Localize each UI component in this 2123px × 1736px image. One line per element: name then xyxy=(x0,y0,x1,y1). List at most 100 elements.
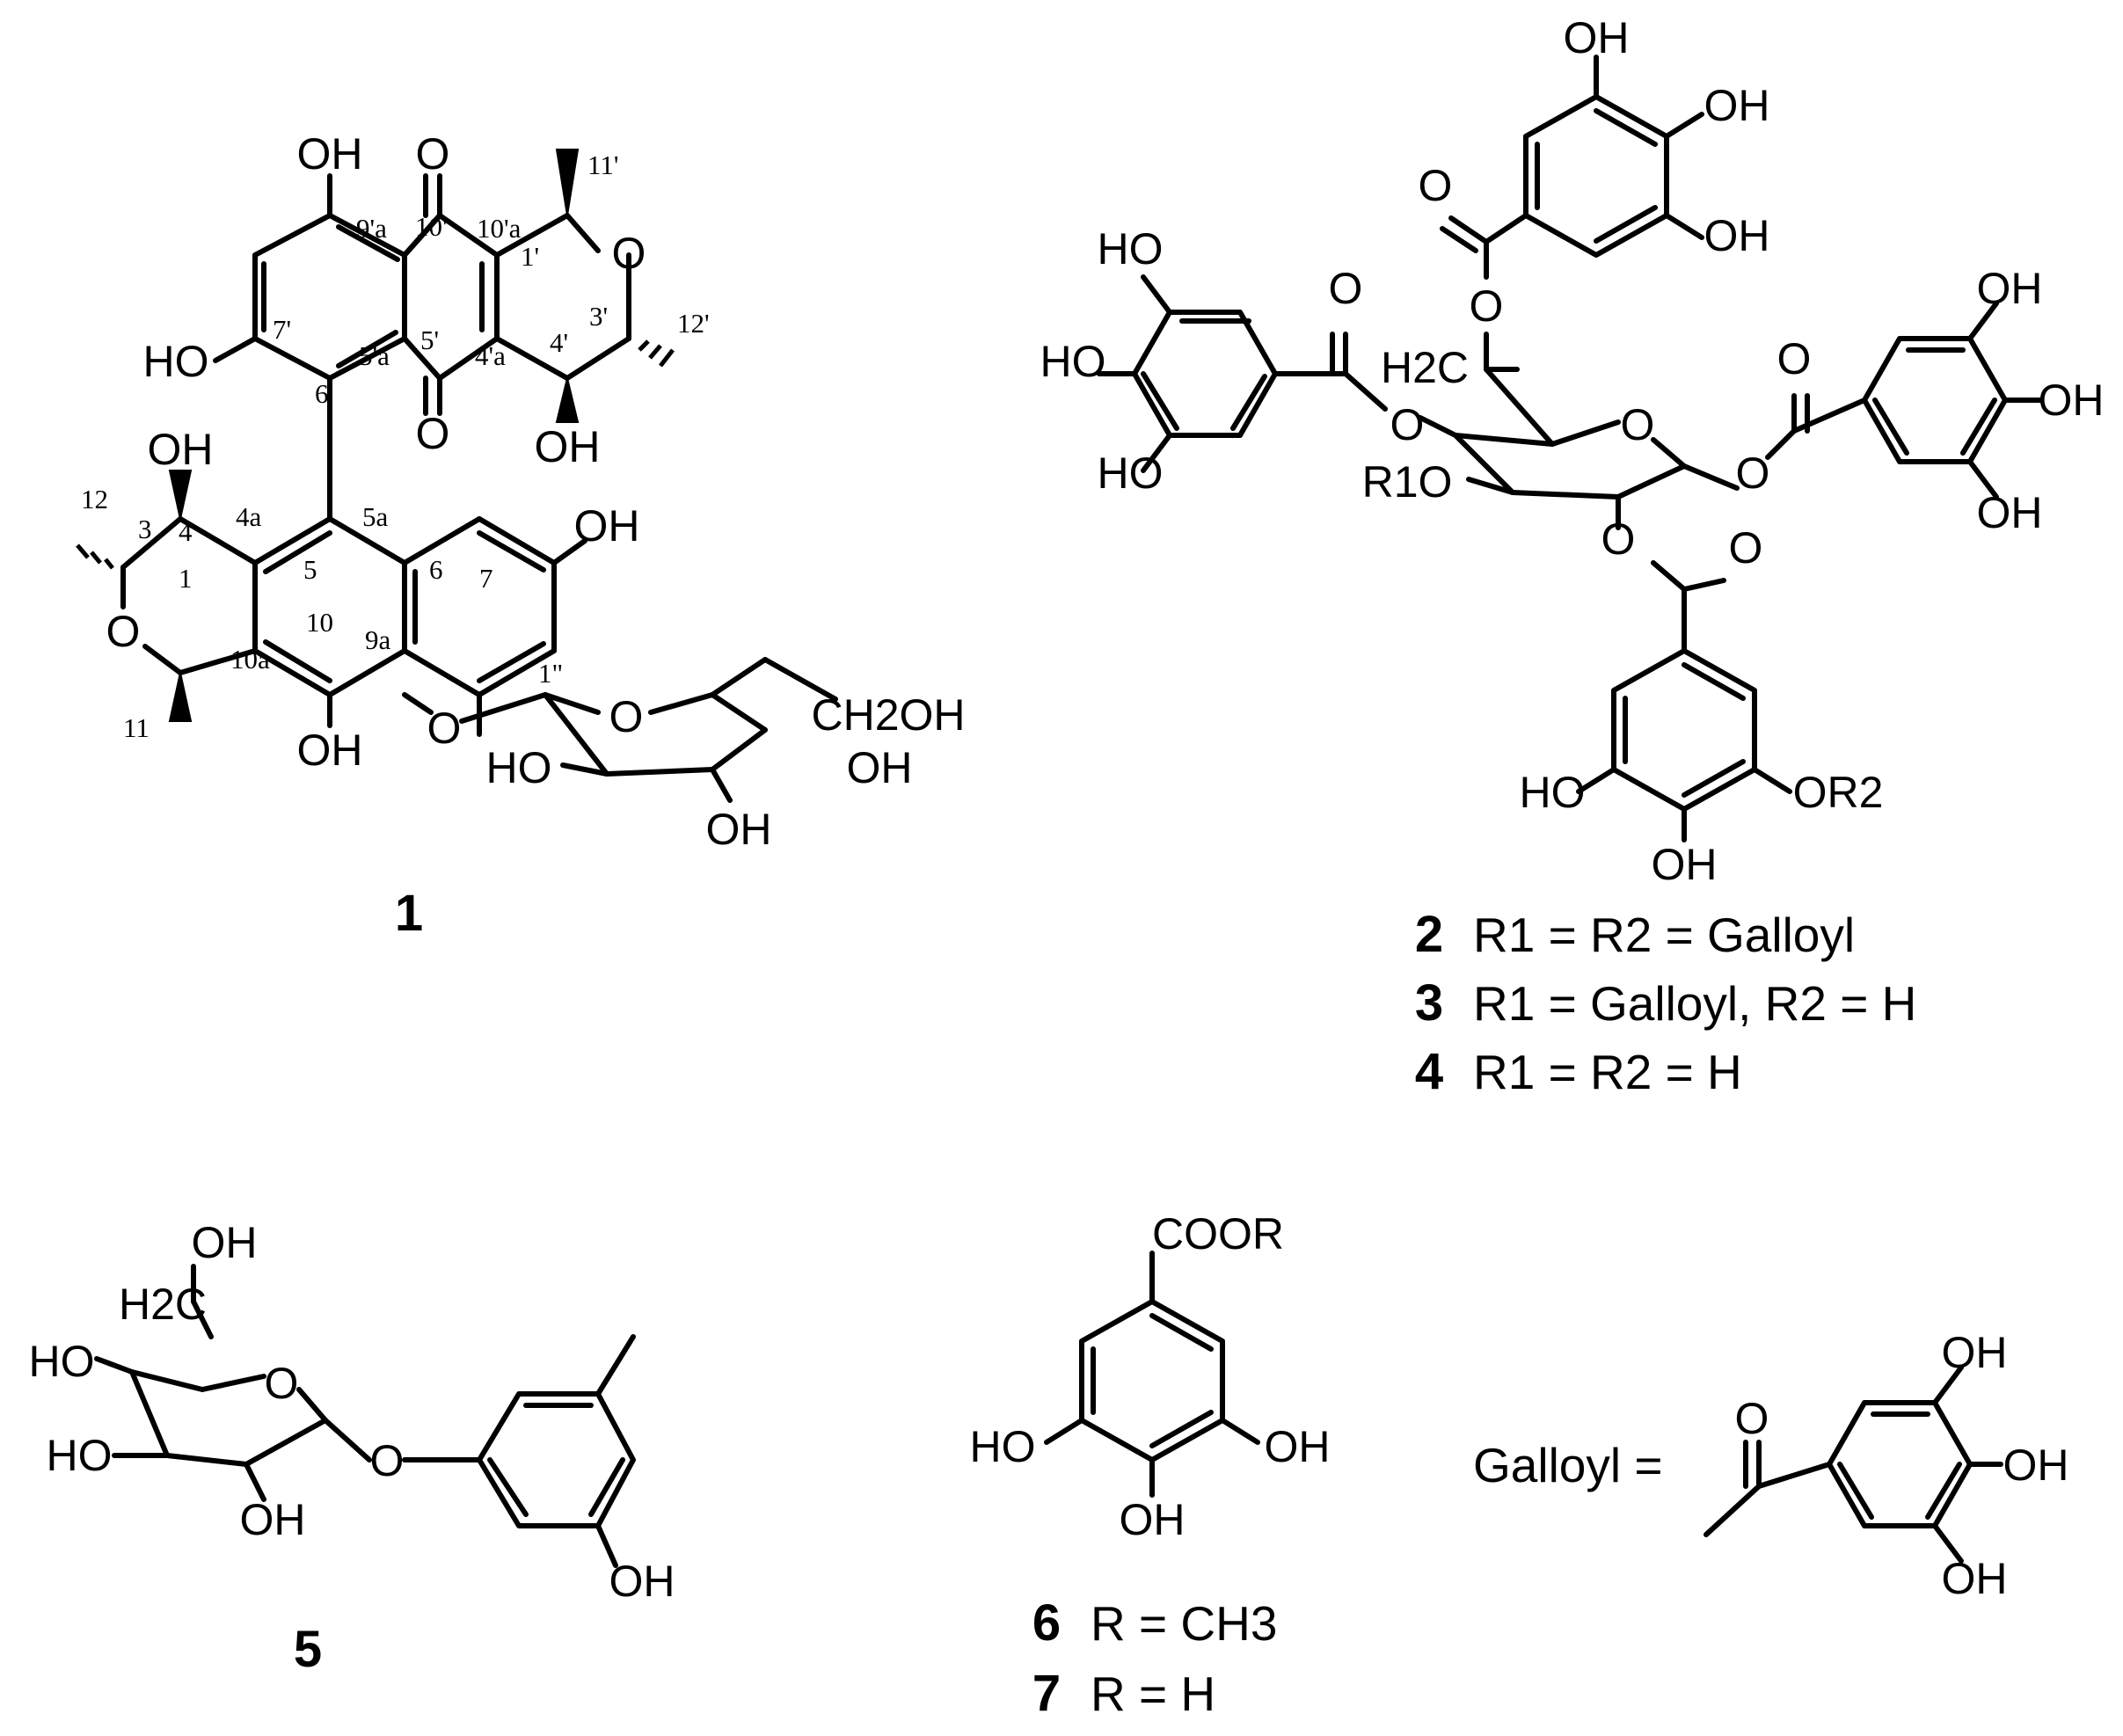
compound-2-o-ester-top: O xyxy=(1470,281,1504,331)
compound-2-or2: OR2 xyxy=(1793,768,1884,817)
compound-5-o-glycosidic: O xyxy=(370,1436,405,1485)
locant-7: 7 xyxy=(479,563,493,594)
compound-2-o-carbonyl-bottom: O xyxy=(1729,523,1763,573)
compound-1-oh-7: OH xyxy=(574,501,640,551)
compound-6-caption: R = CH3 xyxy=(1091,1596,1277,1651)
locant-12prime: 12' xyxy=(677,308,710,339)
compound-5-number: 5 xyxy=(294,1621,322,1678)
compound-2-o-ring: O xyxy=(1621,400,1655,449)
compound-5-structure: OH H2C O HO HO O OH OH 5 xyxy=(29,1218,675,1678)
locant-4prime: 4' xyxy=(550,327,568,358)
locant-1prime: 1' xyxy=(521,241,539,272)
compound-1-o-glycosidic: O xyxy=(427,704,462,753)
compound-1-o-pyran-right: O xyxy=(612,229,646,278)
compound-2-number: 2 xyxy=(1415,906,1443,963)
compound-5-ho-3: HO xyxy=(47,1431,113,1480)
compound-6-ho-left: HO xyxy=(970,1422,1036,1471)
compound-1-oh-4: OH xyxy=(148,425,214,474)
locant-5prime: 5' xyxy=(420,325,439,355)
compound-4-caption: R1 = R2 = H xyxy=(1473,1045,1742,1099)
compound-1-oh-top: OH xyxy=(297,129,363,179)
compound-5-oh-2: OH xyxy=(240,1495,306,1544)
compound-1-o-pyran-left: O xyxy=(106,607,141,656)
compound-3-caption: R1 = Galloyl, R2 = H xyxy=(1473,976,1916,1031)
locant-7prime: 7' xyxy=(273,314,291,345)
compound-2-ho-left-bottom: HO xyxy=(1098,449,1164,498)
compound-2-o-carbonyl-left: O xyxy=(1329,264,1363,313)
compound-5-oh-top: OH xyxy=(192,1218,258,1267)
compound-6-oh-bottom: OH xyxy=(1120,1495,1186,1544)
compound-6-coor: COOR xyxy=(1152,1209,1284,1258)
locant-6prime: 6' xyxy=(315,378,333,409)
compound-2-r1o: R1O xyxy=(1362,457,1453,507)
locant-10prime-a: 10'a xyxy=(477,213,522,244)
compound-1-structure: OH O O O HO OH OH OH O OH O O CH2OH HO O… xyxy=(76,129,966,942)
compound-1-oh-sugar-bottom: OH xyxy=(706,805,772,854)
locant-12: 12 xyxy=(81,484,108,514)
locant-4prime-a: 4'a xyxy=(475,340,506,371)
locant-4: 4 xyxy=(179,516,193,547)
compound-1-oh-10: OH xyxy=(297,726,363,775)
compound-2-oh-top-lower: OH xyxy=(1704,211,1770,260)
galloyl-oh-mid: OH xyxy=(2003,1441,2069,1490)
compound-5-ho-4: HO xyxy=(29,1337,95,1386)
locant-4a: 4a xyxy=(236,501,262,532)
compound-3-number: 3 xyxy=(1415,974,1443,1032)
compound-4-number: 4 xyxy=(1415,1043,1443,1100)
compound-1-o-quinone-top: O xyxy=(416,129,450,179)
locant-3prime: 3' xyxy=(589,301,608,332)
galloyl-oh-bottom: OH xyxy=(1942,1554,2008,1603)
galloyl-label: Galloyl = xyxy=(1473,1438,1663,1492)
locant-10prime: 10' xyxy=(415,211,448,242)
compound-7-caption: R = H xyxy=(1091,1667,1215,1721)
galloyl-o-carbonyl: O xyxy=(1735,1394,1769,1443)
compound-1-ho-left: HO xyxy=(143,337,209,386)
compound-2-oh-top: OH xyxy=(1564,13,1630,62)
locant-10: 10 xyxy=(306,607,333,638)
compound-2-o-carbonyl-right: O xyxy=(1777,334,1812,383)
compound-2-ho-bottom-left: HO xyxy=(1520,768,1586,817)
compound-1-o-sugar-ring: O xyxy=(609,692,644,741)
locant-9prime-a: 9'a xyxy=(356,213,387,244)
compound-6-oh-right: OH xyxy=(1265,1422,1331,1471)
compound-2-o-ester-2: O xyxy=(1601,514,1636,564)
compound-2-o-anomeric: O xyxy=(1736,449,1770,498)
compound-2-h2c: H2C xyxy=(1381,343,1469,392)
compound-2-ho-left-mid: HO xyxy=(1040,337,1106,386)
locant-11: 11 xyxy=(123,712,150,743)
compound-2-oh-right-mid: OH xyxy=(2039,376,2105,425)
compound-1-oh-sugar-right: OH xyxy=(847,743,913,792)
compound-2-ho-left-top: HO xyxy=(1098,224,1164,274)
compound-1-oh-4prime: OH xyxy=(535,422,601,471)
locant-11prime: 11' xyxy=(587,150,618,180)
compound-1-number: 1 xyxy=(395,885,423,942)
compound-2-caption: R1 = R2 = Galloyl xyxy=(1473,908,1855,962)
locant-10a: 10a xyxy=(230,644,270,675)
compound-7-number: 7 xyxy=(1032,1665,1061,1722)
compound-1-ch2oh: CH2OH xyxy=(811,690,965,740)
compound-2-oh-right-bottom: OH xyxy=(1977,488,2043,537)
compound-6-7-structure: COOR HO OH OH 6 R = CH3 7 R = H xyxy=(970,1209,1331,1722)
compound-2-oh-right-top: OH xyxy=(1977,264,2043,313)
locant-1: 1 xyxy=(179,563,193,594)
locant-1double-prime: 1" xyxy=(538,658,563,689)
galloyl-oh-top: OH xyxy=(1942,1328,2008,1377)
locant-5prime-a: 5'a xyxy=(359,340,390,371)
locant-9a: 9a xyxy=(365,624,391,655)
locant-5a: 5a xyxy=(362,501,389,532)
compound-1-ho-sugar: HO xyxy=(486,743,552,792)
compound-6-number: 6 xyxy=(1032,1594,1061,1652)
compound-2-oh-top-right: OH xyxy=(1704,81,1770,130)
locant-5: 5 xyxy=(303,554,317,585)
compound-2-o-carbonyl-top: O xyxy=(1419,161,1453,210)
galloyl-definition: Galloyl = O OH OH OH xyxy=(1473,1328,2069,1603)
locant-3: 3 xyxy=(138,514,152,544)
compound-5-o-ring: O xyxy=(265,1359,299,1408)
compound-1-o-quinone-bottom: O xyxy=(416,409,450,458)
compound-5-oh-phenol: OH xyxy=(609,1557,675,1606)
compound-2-oh-bottom: OH xyxy=(1652,840,1718,889)
compound-2-o-ester-4: O xyxy=(1390,400,1425,449)
locant-6: 6 xyxy=(429,554,443,585)
compound-2-4-structure: OH OH OH O O H2C O O R1O O O O O HO HO H… xyxy=(1040,13,2105,1100)
